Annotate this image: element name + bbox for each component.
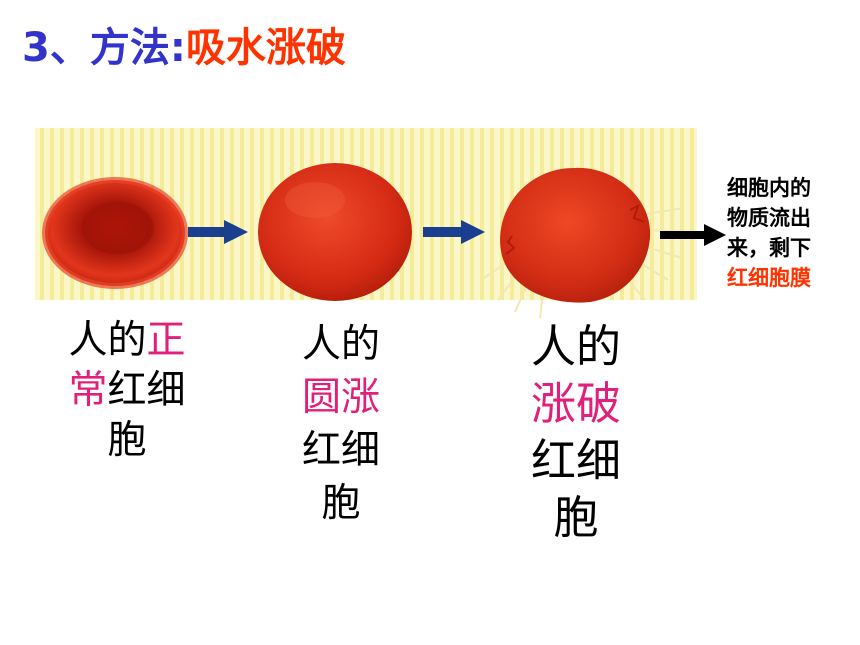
arrow-right-icon [188,220,248,244]
caption-text: 人的 [530,320,621,373]
swollen-red-blood-cell [258,163,412,301]
caption-text: 人的 [301,322,380,367]
caption-text: 人的 [68,318,147,363]
page-title: 3、方法:吸水涨破 [22,20,346,76]
note-line: 物质流出 [727,206,811,230]
caption-text: 红细 [530,434,621,487]
caption-highlight: 常 [68,368,108,413]
caption-highlight: 涨破 [530,377,621,430]
caption-text: 胞 [553,491,599,544]
note-line: 细胞内的 [727,176,811,200]
caption-burst-cell: 人的 涨破 红细 胞 [508,318,644,546]
note-line: 来，剩下 [727,236,811,260]
caption-text: 红细 [107,368,186,413]
arrow-right-icon [423,220,485,244]
caption-highlight: 圆涨 [301,375,380,420]
title-highlight: 吸水涨破 [185,25,346,71]
side-note: 细胞内的 物质流出 来，剩下 红细胞膜 [727,173,857,293]
caption-text: 红细 [301,428,380,473]
caption-text: 胞 [107,418,147,463]
caption-swollen-cell: 人的 圆涨 红细 胞 [278,318,404,530]
burst-red-blood-cell [483,167,691,319]
caption-normal-cell: 人的正 常红细 胞 [62,316,192,466]
note-highlight: 红细胞膜 [727,266,811,290]
caption-text: 胞 [321,481,361,526]
title-number: 3、 [22,25,90,71]
title-prefix: 方法: [89,25,186,71]
arrow-right-icon [660,224,726,246]
caption-highlight: 正 [146,318,186,363]
normal-red-blood-cell [42,177,188,289]
